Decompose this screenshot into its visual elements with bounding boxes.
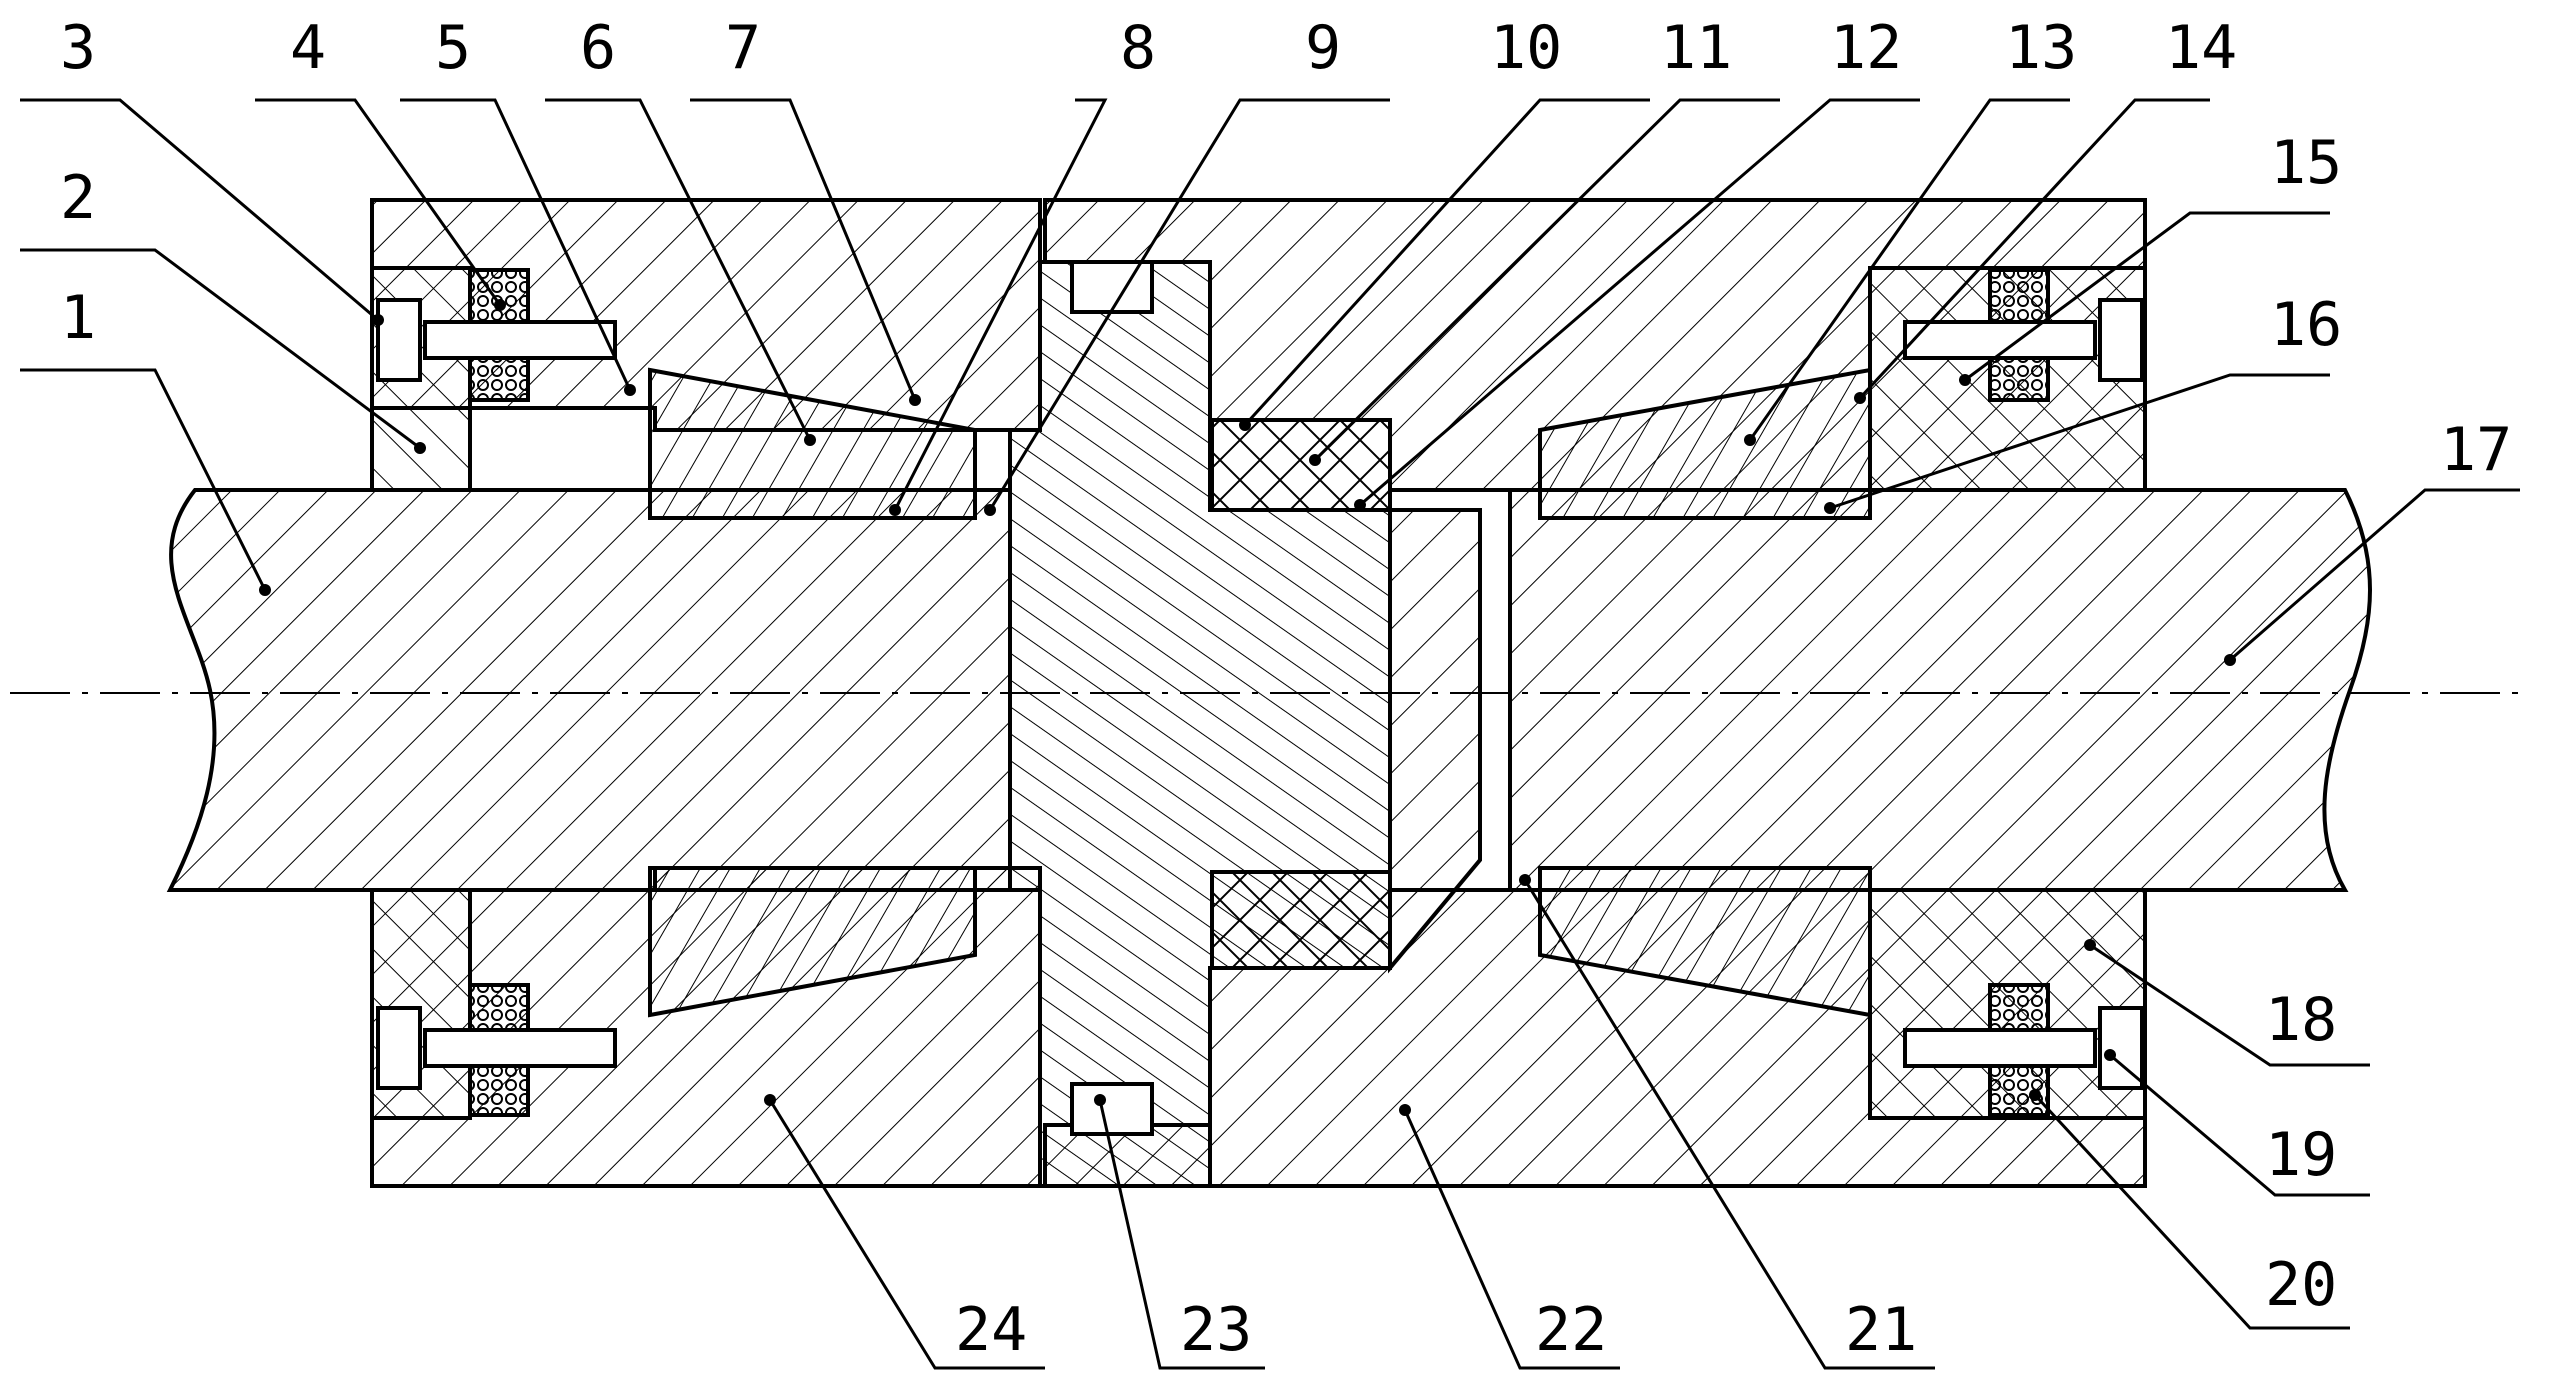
bolt-right-upper [1903, 298, 2144, 382]
callout-15: 15 [2270, 128, 2342, 198]
callout-21: 21 [1845, 1295, 1917, 1365]
callout-24: 24 [955, 1295, 1027, 1365]
callout-12: 12 [1830, 13, 1902, 83]
bolt-left-upper [376, 298, 617, 382]
callout-19: 19 [2265, 1120, 2337, 1190]
right-taper-sleeve-upper [1538, 367, 1872, 520]
callout-20: 20 [2265, 1250, 2337, 1320]
callout-labels: 3 2 1 4 5 6 7 8 9 10 11 12 13 14 15 16 1… [60, 13, 2512, 1365]
callout-8: 8 [1120, 13, 1156, 83]
callout-23: 23 [1180, 1295, 1252, 1365]
callout-1: 1 [60, 283, 96, 353]
callout-4: 4 [290, 13, 326, 83]
callout-6: 6 [580, 13, 616, 83]
callout-10: 10 [1490, 13, 1562, 83]
callout-9: 9 [1305, 13, 1341, 83]
left-taper-sleeve-lower [648, 866, 977, 1018]
callout-5: 5 [435, 13, 471, 83]
callout-22: 22 [1535, 1295, 1607, 1365]
callout-7: 7 [725, 13, 761, 83]
hub-web [1388, 508, 1482, 974]
key-recess-lower [1070, 1082, 1154, 1136]
callout-2: 2 [60, 163, 96, 233]
callout-3: 3 [60, 13, 96, 83]
bolt-right-lower [1903, 1006, 2144, 1090]
leader-arrowheads [259, 299, 2236, 1116]
callout-11: 11 [1660, 13, 1732, 83]
callout-13: 13 [2005, 13, 2077, 83]
elastic-insert-upper [1210, 418, 1392, 512]
bolt-left-lower [376, 1006, 617, 1090]
right-shaft [1508, 488, 2372, 892]
callout-17: 17 [2440, 415, 2512, 485]
callout-14: 14 [2165, 13, 2237, 83]
callout-18: 18 [2265, 985, 2337, 1055]
key-recess-upper [1070, 260, 1154, 314]
callout-16: 16 [2270, 290, 2342, 360]
leader-lines [20, 98, 2520, 1370]
left-shaft [166, 488, 1012, 892]
elastic-insert-lower [1210, 870, 1392, 970]
